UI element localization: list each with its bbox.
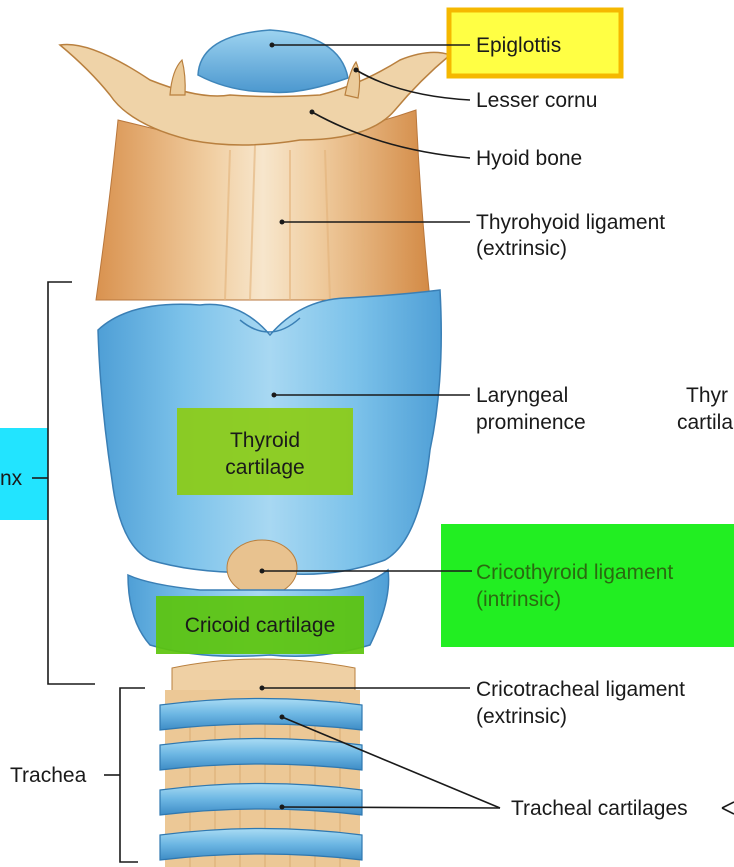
trachea-bracket — [120, 688, 145, 862]
cricothyroid-highlight — [441, 524, 734, 647]
larynx-bracket — [48, 282, 95, 684]
label-larynx-partial: nx — [0, 466, 22, 491]
dot-tracheal-2 — [280, 805, 285, 810]
label-thyrohyoid-2: (extrinsic) — [476, 236, 567, 261]
label-hyoid-bone: Hyoid bone — [476, 146, 582, 171]
label-cricothyroid-2: (intrinsic) — [476, 587, 561, 612]
dot-tracheal-1 — [280, 715, 285, 720]
dot-cricotracheal — [260, 686, 265, 691]
dot-thyrohyoid — [280, 220, 285, 225]
epiglottis-shape — [198, 30, 348, 92]
dot-hyoid — [310, 110, 315, 115]
label-cricothyroid-1: Cricothyroid ligament — [476, 560, 673, 585]
label-trachea: Trachea — [10, 763, 86, 788]
lesser-cornu-left — [170, 60, 185, 95]
cricothyroid-ligament-shape — [227, 540, 297, 596]
label-thyroid-right-1: Thyr — [686, 383, 728, 408]
dot-cricothyroid — [260, 569, 265, 574]
label-tracheal-cartilages: Tracheal cartilages — [511, 796, 688, 821]
label-cricotracheal-1: Cricotracheal ligament — [476, 677, 685, 702]
label-laryngeal-1: Laryngeal — [476, 383, 568, 408]
label-thyrohyoid-1: Thyrohyoid ligament — [476, 210, 665, 235]
label-cricotracheal-2: (extrinsic) — [476, 704, 567, 729]
dot-epiglottis — [270, 43, 275, 48]
label-lesser-cornu: Lesser cornu — [476, 88, 597, 113]
leader-tracheal-2 — [282, 807, 500, 808]
label-thyroid-cartilage-2: cartilage — [177, 455, 353, 480]
leader-tracheal-right — [722, 802, 734, 814]
label-epiglottis: Epiglottis — [476, 33, 561, 58]
label-thyroid-right-2: cartila — [677, 410, 733, 435]
label-cricoid-cartilage: Cricoid cartilage — [156, 613, 364, 638]
lesser-cornu-right — [345, 62, 360, 98]
dot-laryngeal — [272, 393, 277, 398]
label-laryngeal-2: prominence — [476, 410, 586, 435]
label-thyroid-cartilage-1: Thyroid — [177, 428, 353, 453]
dot-lesser-cornu — [354, 68, 359, 73]
